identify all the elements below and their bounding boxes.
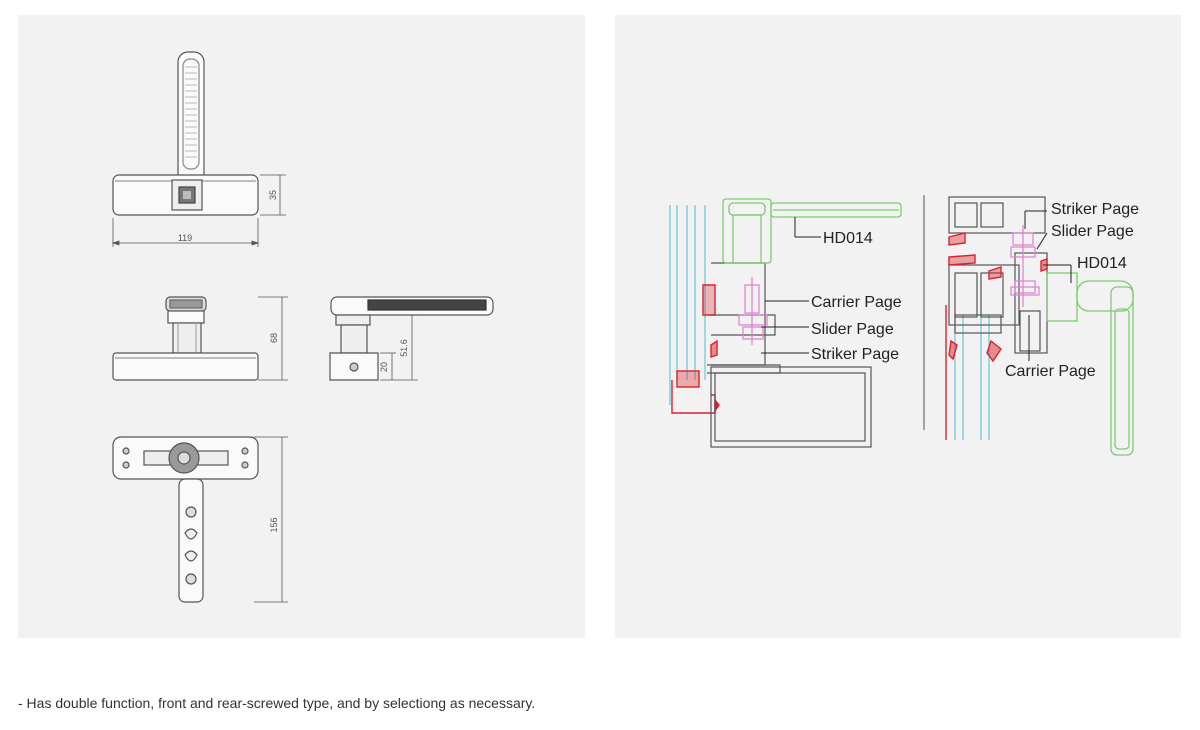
label-striker-page-left: Striker Page — [811, 346, 899, 363]
label-striker-page-right: Striker Page — [1051, 201, 1139, 218]
product-description: - Has double function, front and rear-sc… — [18, 695, 536, 711]
dim-label-35: 35 — [268, 190, 278, 200]
dimension-68 — [258, 296, 288, 381]
label-hd014-left: HD014 — [823, 230, 873, 247]
dim-label-68: 68 — [269, 333, 279, 343]
label-carrier-page-right: Carrier Page — [1005, 363, 1096, 380]
front-view — [112, 51, 259, 216]
section-view-right — [945, 196, 1134, 456]
section-drawings: HD014 Carrier Page Slider Page Striker P… — [669, 195, 1139, 456]
dimension-51-6 — [380, 314, 418, 381]
label-slider-page-left: Slider Page — [811, 321, 894, 338]
dim-label-20: 20 — [379, 362, 389, 372]
label-slider-page-right: Slider Page — [1051, 223, 1134, 240]
dim-label-156: 156 — [269, 517, 279, 532]
dimension-119 — [111, 218, 260, 247]
dim-label-119: 119 — [178, 233, 192, 243]
profile-view — [329, 296, 494, 381]
installation-section-panel: HD014 Carrier Page Slider Page Striker P… — [615, 15, 1181, 638]
dimension-156 — [254, 436, 288, 603]
handle-drawings: 119 35 68 — [111, 51, 494, 603]
section-view-left — [669, 198, 902, 448]
dimension-35 — [260, 174, 286, 216]
technical-drawing-panel: 119 35 68 — [18, 15, 585, 638]
side-view — [112, 296, 259, 381]
label-carrier-page-left: Carrier Page — [811, 294, 902, 311]
back-view — [112, 436, 259, 603]
label-hd014-right: HD014 — [1077, 255, 1127, 272]
dimension-20 — [380, 352, 396, 380]
dim-label-51-6: 51.6 — [399, 339, 409, 357]
